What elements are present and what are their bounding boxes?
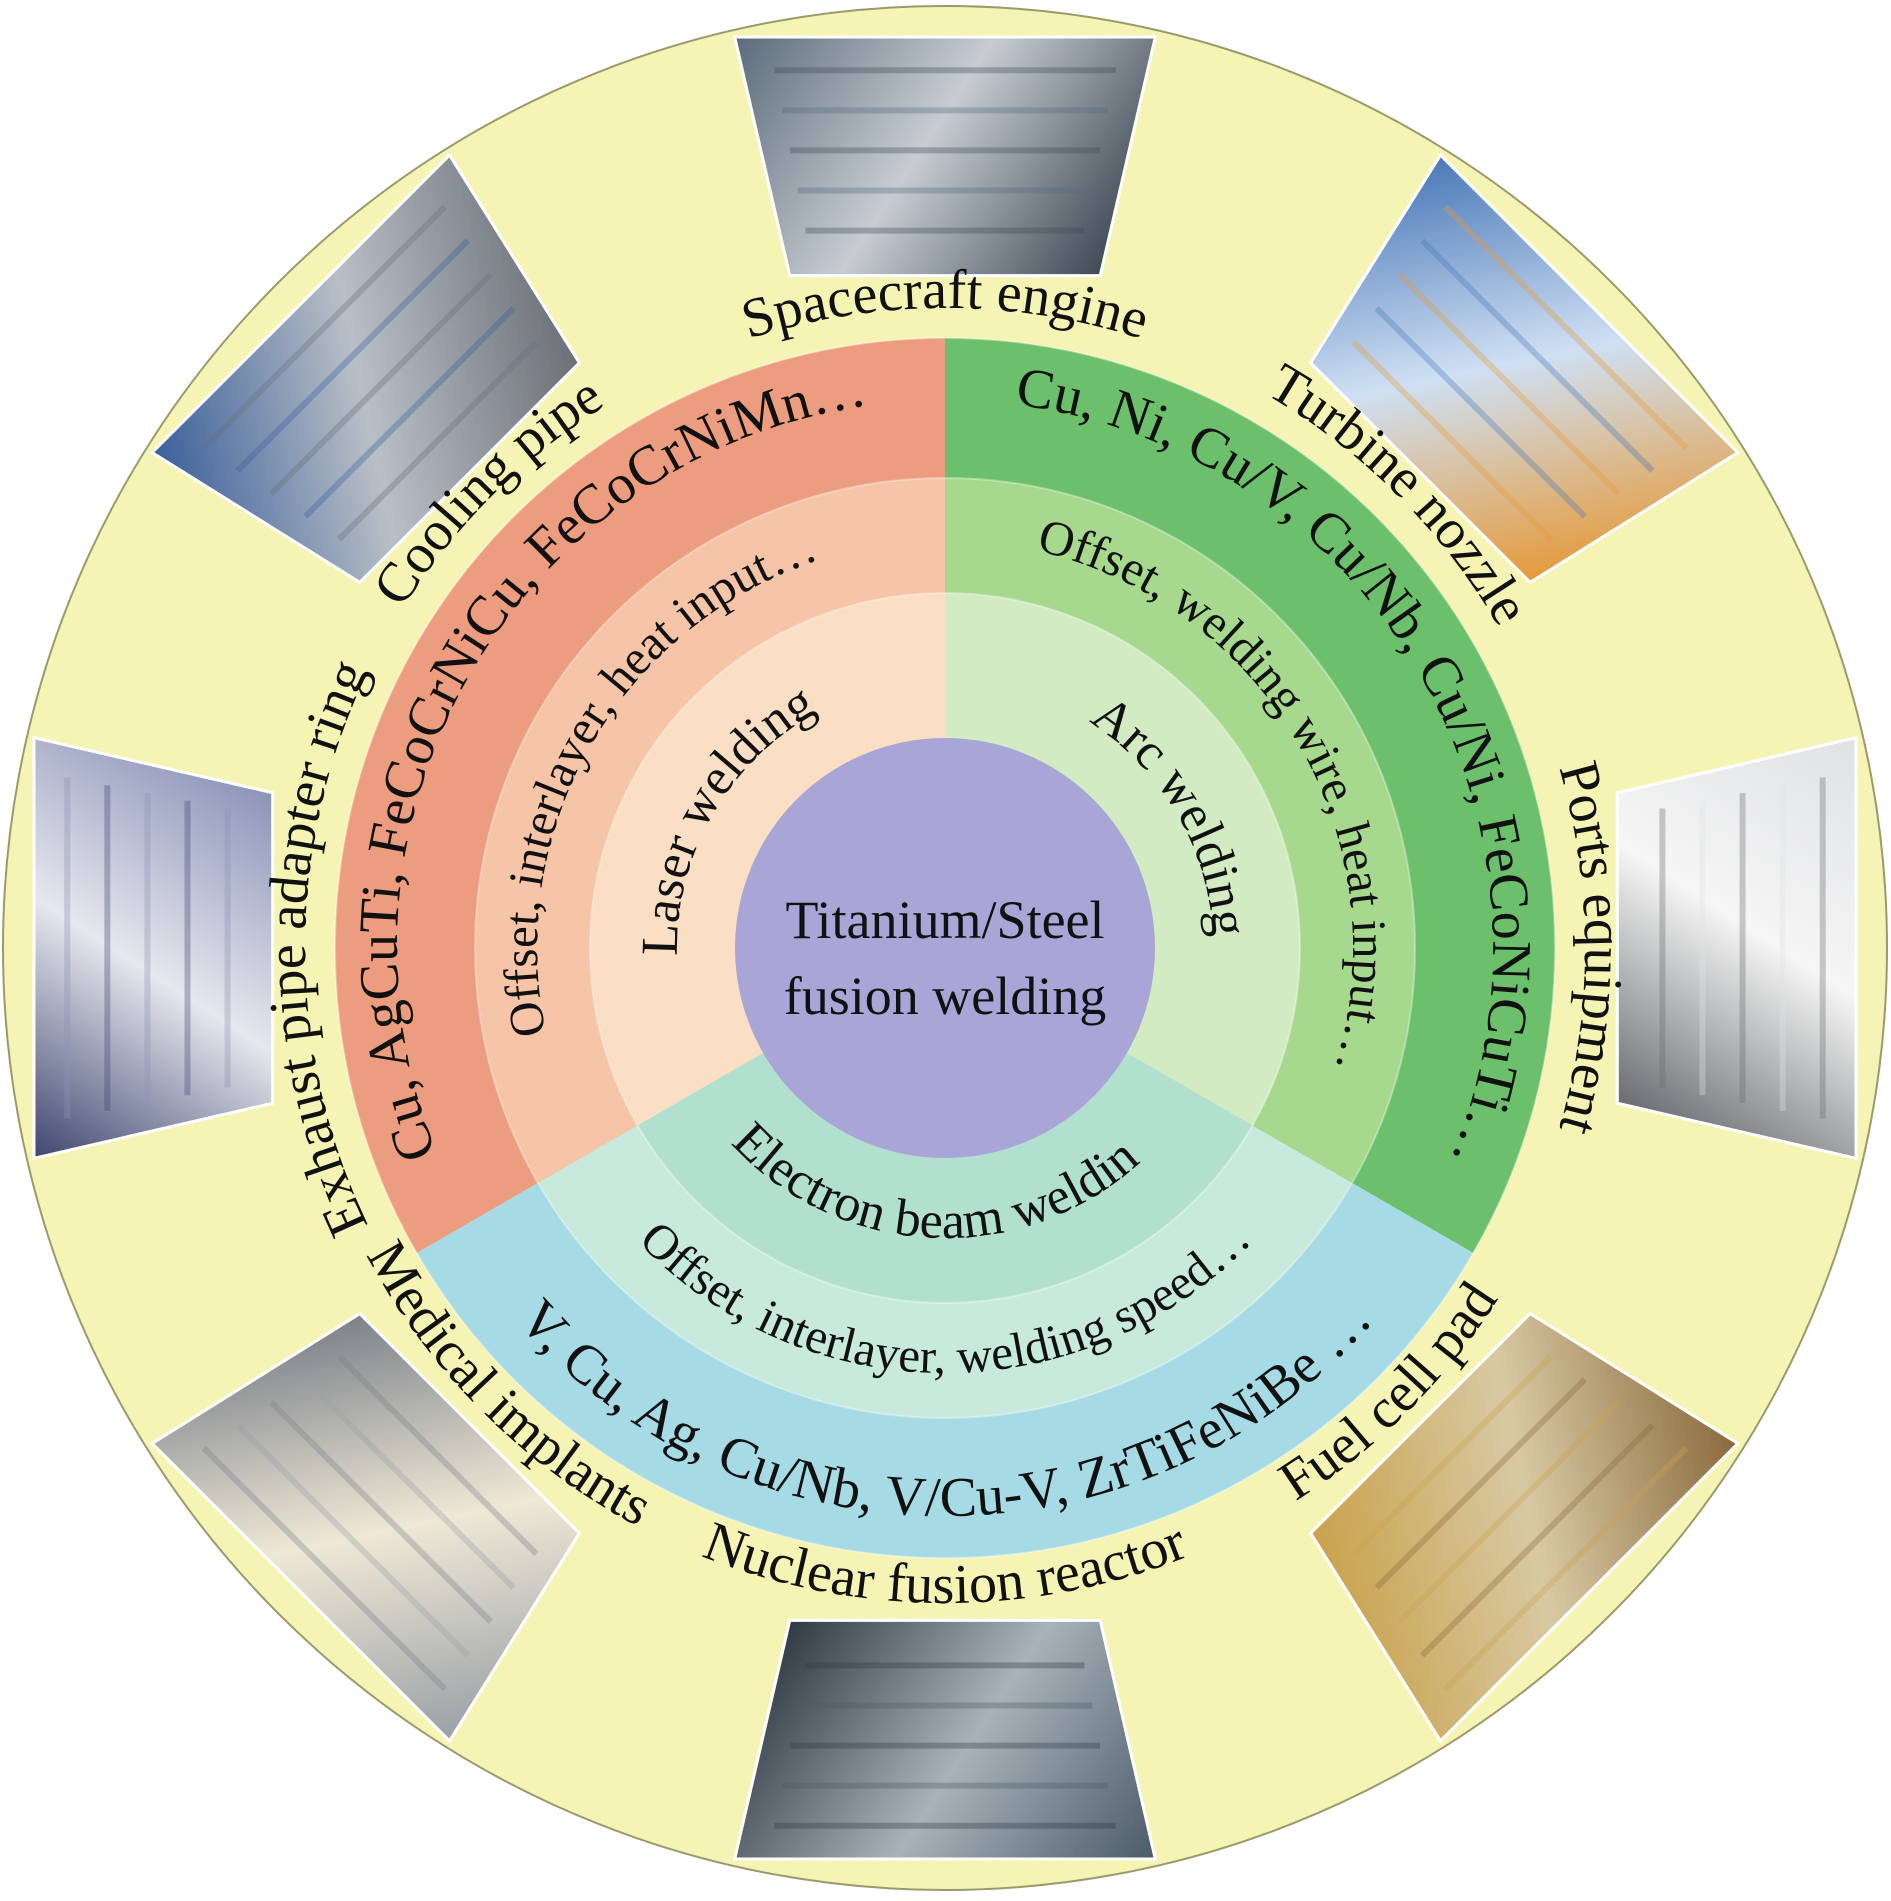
golf-clubs-photo-frame — [1615, 735, 1858, 1161]
fuel-cell-plate-photo-detail — [1397, 1400, 1621, 1624]
hip-implant-photo — [149, 1311, 582, 1744]
turbine-cutaway-photo-frame — [1308, 152, 1741, 585]
ring-separator — [334, 337, 1556, 1559]
fuel-cell-plate-photo-detail — [1351, 1354, 1554, 1557]
engine-pipes-photo-detail — [269, 272, 493, 496]
fuel-cell-plate-photo-frame — [1308, 1311, 1741, 1744]
fusion-reactor-photo — [732, 1618, 1158, 1861]
hip-implant-photo-detail — [336, 1354, 539, 1557]
center-title-line1: Titanium/Steel — [785, 890, 1104, 950]
jet-engine-photo-frame — [732, 35, 1158, 278]
golf-clubs-photo — [1615, 735, 1858, 1161]
fuel-cell-plate-photo-detail — [1374, 1377, 1587, 1590]
turbine-cutaway-photo-detail — [1397, 272, 1621, 496]
hip-implant-photo-detail — [235, 1423, 470, 1658]
engine-pipes-photo-detail — [303, 306, 516, 519]
center-title-line2: fusion welding — [784, 966, 1106, 1026]
hip-implant-photo-frame — [149, 1311, 582, 1744]
turbine-cutaway-photo — [1308, 152, 1741, 585]
ring-separator — [589, 592, 1301, 1304]
exhaust-system-photo-frame — [32, 735, 275, 1161]
exhaust-system-photo — [32, 735, 275, 1161]
engine-pipes-photo-frame — [149, 152, 582, 585]
fuel-cell-plate-photo — [1308, 1311, 1741, 1744]
turbine-cutaway-photo-detail — [1420, 238, 1655, 473]
engine-pipes-photo-detail — [336, 339, 539, 542]
jet-engine-photo — [732, 35, 1158, 278]
application-photos — [32, 35, 1858, 1861]
fuel-cell-plate-photo-detail — [1420, 1423, 1655, 1658]
turbine-cutaway-photo-detail — [1374, 306, 1587, 519]
turbine-cutaway-photo-detail — [1351, 339, 1554, 542]
hip-implant-photo-detail — [201, 1445, 448, 1692]
fusion-reactor-photo-frame — [732, 1618, 1158, 1861]
hip-implant-photo-detail — [269, 1400, 493, 1624]
engine-pipes-photo-detail — [235, 238, 470, 473]
engine-pipes-photo-detail — [201, 204, 448, 451]
hip-implant-photo-detail — [303, 1377, 516, 1590]
engine-pipes-photo — [149, 152, 582, 585]
ring-separator — [474, 477, 1416, 1419]
center-disc — [735, 738, 1155, 1158]
turbine-cutaway-photo-detail — [1442, 204, 1689, 451]
fuel-cell-plate-photo-detail — [1442, 1445, 1689, 1692]
